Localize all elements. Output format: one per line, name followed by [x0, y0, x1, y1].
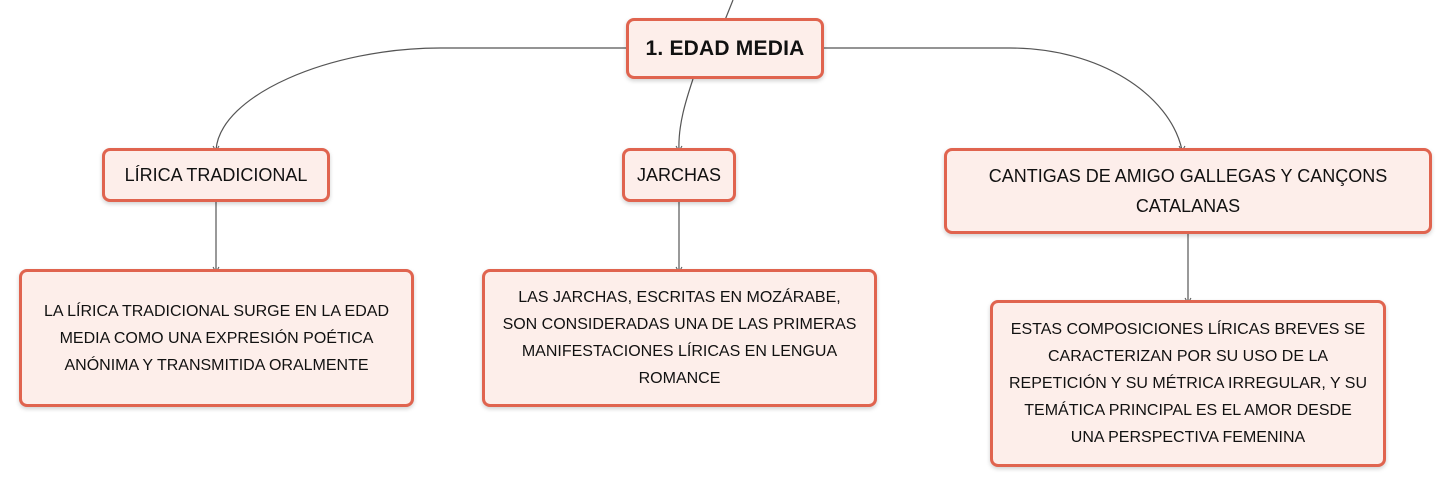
- topic-label-lirica-tradicional: LÍRICA TRADICIONAL: [124, 165, 308, 185]
- connector-root-lirica: [215, 47, 626, 151]
- root-topic-node[interactable]: 1. EDAD MEDIA: [626, 18, 824, 79]
- subtopic-text-jarchas: LAS JARCHAS, ESCRITAS EN MOZÁRABE, SON C…: [502, 289, 857, 387]
- topic-node-cantigas[interactable]: CANTIGAS DE AMIGO GALLEGAS Y CANÇONS CAT…: [944, 148, 1432, 234]
- subtopic-text-lirica: LA LÍRICA TRADICIONAL SURGE EN LA EDAD M…: [44, 302, 389, 374]
- root-topic-label: 1. EDAD MEDIA: [645, 36, 805, 60]
- subtopic-node-lirica-description[interactable]: LA LÍRICA TRADICIONAL SURGE EN LA EDAD M…: [19, 269, 414, 407]
- connector-parent: [724, 0, 734, 21]
- topic-label-cantigas: CANTIGAS DE AMIGO GALLEGAS Y CANÇONS CAT…: [988, 166, 1388, 216]
- subtopic-node-cantigas-description[interactable]: ESTAS COMPOSICIONES LÍRICAS BREVES SE CA…: [990, 300, 1386, 467]
- subtopic-node-jarchas-description[interactable]: LAS JARCHAS, ESCRITAS EN MOZÁRABE, SON C…: [482, 269, 877, 407]
- topic-node-lirica-tradicional[interactable]: LÍRICA TRADICIONAL: [102, 148, 330, 202]
- topic-label-jarchas: JARCHAS: [637, 165, 722, 185]
- connector-root-cantigas: [824, 47, 1183, 151]
- topic-node-jarchas[interactable]: JARCHAS: [622, 148, 736, 202]
- connector-root-jarchas: [678, 78, 694, 151]
- subtopic-text-cantigas: ESTAS COMPOSICIONES LÍRICAS BREVES SE CA…: [1008, 321, 1367, 446]
